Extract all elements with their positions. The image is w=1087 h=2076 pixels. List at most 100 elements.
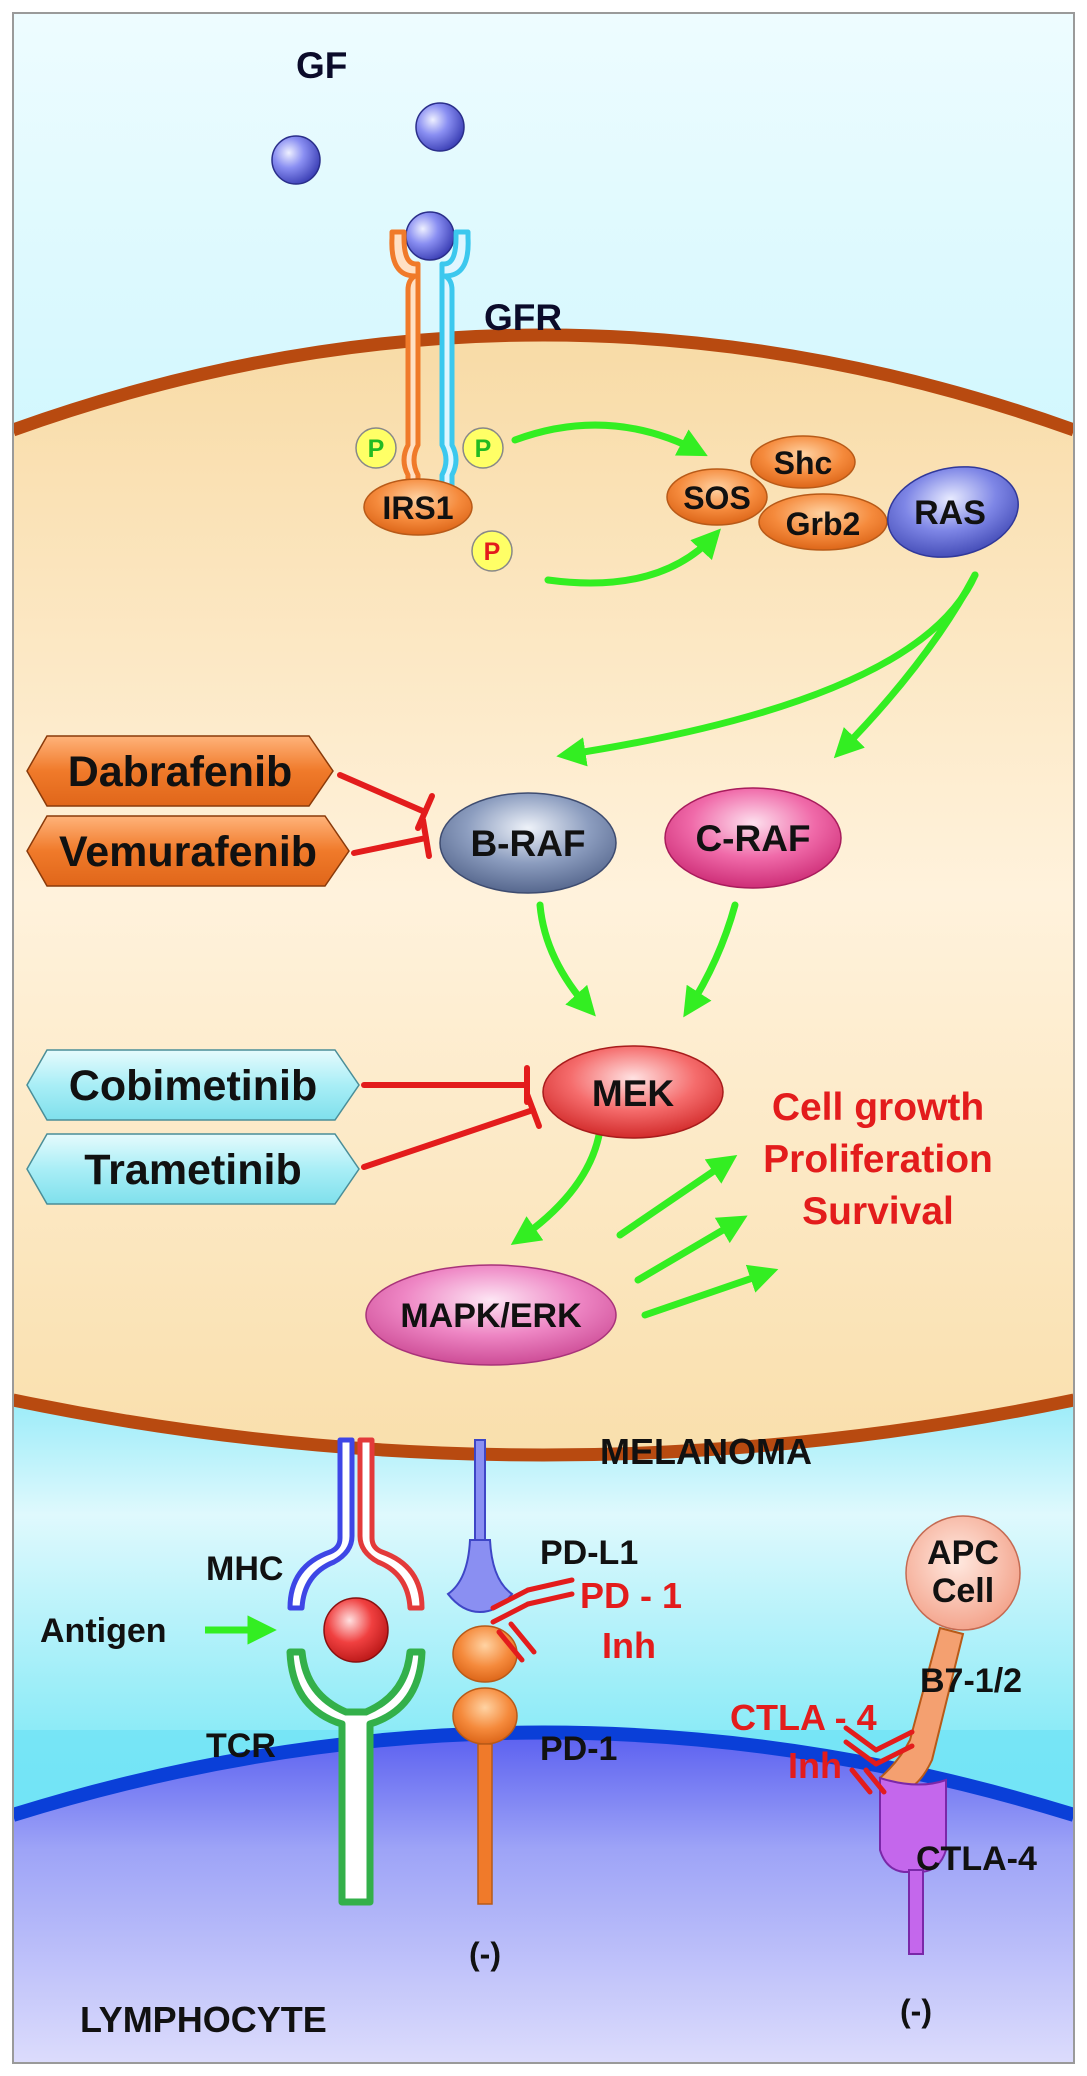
- inhibit-bar: [420, 817, 432, 859]
- arrow-mek-to-mapk: [510, 1126, 604, 1246]
- arrow-irs1-to-sos: [544, 528, 721, 587]
- melanoma-membrane-bottom: [13, 1393, 1074, 1462]
- gfr-chain-blue: [439, 229, 471, 513]
- ctla4-negative: (-): [900, 1993, 932, 2029]
- activation-arrows: [510, 421, 979, 1319]
- mapk-erk-node: MAPK/ERK: [365, 1264, 617, 1366]
- inhibit-bar: [524, 1091, 542, 1129]
- pd1-negative: (-): [469, 1936, 501, 1972]
- pdl1-head: [446, 1539, 514, 1614]
- phosphate-left: P: [355, 427, 397, 469]
- inhibit-vemurafenib-braf: [351, 835, 429, 856]
- melanoma-membrane-top: [13, 328, 1074, 437]
- vemurafenib-label: Vemurafenib: [59, 828, 317, 876]
- mek-node: MEK: [542, 1045, 724, 1139]
- adaptor-complex: Shc Grb2 SOS RAS: [666, 435, 1019, 558]
- ctla4-inh-label-line1: CTLA - 4: [730, 1697, 877, 1738]
- sos-label: SOS: [683, 480, 751, 516]
- apc-label-line2: Cell: [932, 1572, 994, 1610]
- apc-cell: APC Cell: [905, 1515, 1021, 1631]
- outcome-survival: Survival: [802, 1190, 954, 1233]
- mhc-label: MHC: [206, 1550, 283, 1588]
- background: [13, 13, 1074, 2063]
- drug-cobimetinib: Cobimetinib: [26, 1049, 360, 1121]
- inhibition-lines: [337, 772, 542, 1170]
- ctla4-receptor: CTLA-4 (-): [879, 1776, 1037, 2029]
- sos-node: SOS: [666, 468, 768, 526]
- apc-label-line1: APC: [927, 1534, 999, 1572]
- growth-factor-ball: [415, 102, 465, 152]
- irs1-node: IRS1: [363, 478, 473, 536]
- mhc-receptor: MHC: [206, 1437, 425, 1611]
- antigen-group: Antigen: [40, 1597, 389, 1663]
- arrow-mapk-to-growth: [616, 1155, 738, 1239]
- drug-dabrafenib: Dabrafenib: [26, 735, 334, 807]
- pd1-inh-label-line2: Inh: [602, 1625, 656, 1666]
- ctla4-label: CTLA-4: [916, 1840, 1037, 1878]
- ras-node: RAS: [887, 466, 1019, 558]
- mhc-chain-blue: [287, 1437, 355, 1611]
- grb2-label: Grb2: [786, 506, 861, 542]
- phosphate-label: P: [484, 538, 501, 566]
- pd1-inhibitor-antibody: [490, 1577, 575, 1663]
- arrow-gfr-to-sos: [511, 421, 708, 457]
- arrow-mapk-to-proliferation: [634, 1215, 748, 1284]
- figure-frame: [12, 12, 1075, 2064]
- mhc-chain-red: [357, 1437, 425, 1611]
- antigen-ball: [323, 1597, 389, 1663]
- arrow-craf-to-mek: [683, 901, 739, 1018]
- inhibit-dabrafenib-braf: [337, 772, 428, 815]
- phosphate-label: P: [368, 435, 385, 463]
- phosphate-irs1: P: [471, 530, 513, 572]
- gfr-receptor: GFR: [389, 229, 562, 513]
- ras-label: RAS: [914, 494, 986, 532]
- pdl1-stalk: [474, 1439, 486, 1549]
- tcr-chain: [286, 1648, 426, 1906]
- trametinib-label: Trametinib: [84, 1146, 301, 1194]
- pd1-domain: [452, 1625, 518, 1683]
- braf-node: B-RAF: [439, 792, 617, 894]
- antigen-label: Antigen: [40, 1612, 167, 1650]
- mek-label: MEK: [592, 1073, 675, 1114]
- tcr-label: TCR: [206, 1727, 276, 1765]
- drug-trametinib: Trametinib: [26, 1133, 360, 1205]
- gfr-label: GFR: [484, 297, 562, 338]
- pd1-inh-label-line1: PD - 1: [580, 1575, 682, 1616]
- gfr-chain-orange: [389, 229, 421, 513]
- tcr-receptor: TCR: [206, 1648, 426, 1906]
- braf-label: B-RAF: [470, 823, 585, 864]
- arrow-mapk-to-survival: [641, 1264, 779, 1319]
- arrow-braf-to-mek: [536, 901, 596, 1017]
- pd1-label: PD-1: [540, 1730, 617, 1768]
- phosphate-right: P: [462, 427, 504, 469]
- gf-label: GF: [296, 45, 347, 86]
- pd1-domain: [452, 1687, 518, 1745]
- ctla4-inhibitor-antibody: [843, 1725, 915, 1795]
- phosphate-label: P: [475, 435, 492, 463]
- ctla4-inh-label-line2: Inh: [788, 1745, 842, 1786]
- outcome-cell-growth: Cell growth: [772, 1086, 984, 1129]
- mapk-erk-label: MAPK/ERK: [400, 1297, 582, 1335]
- grb2-node: Grb2: [758, 493, 888, 551]
- pd1-stalk: [477, 1743, 493, 1905]
- lymphocyte-label: LYMPHOCYTE: [80, 1999, 327, 2040]
- pdl1-receptor: PD-L1: [446, 1439, 638, 1614]
- outcome-proliferation: Proliferation: [763, 1138, 993, 1181]
- pdl1-label: PD-L1: [540, 1534, 638, 1572]
- dabrafenib-label: Dabrafenib: [68, 748, 293, 796]
- inhibit-bar: [415, 793, 435, 831]
- pd1-receptor: PD-1 (-): [452, 1625, 617, 1972]
- melanoma-label: MELANOMA: [600, 1431, 812, 1472]
- drug-vemurafenib: Vemurafenib: [26, 815, 350, 887]
- shc-label: Shc: [774, 445, 833, 481]
- b7-label: B7-1/2: [920, 1662, 1022, 1700]
- craf-label: C-RAF: [695, 818, 810, 859]
- growth-factor-ball: [271, 135, 321, 185]
- shc-node: Shc: [750, 435, 856, 489]
- craf-node: C-RAF: [664, 787, 842, 889]
- growth-factor-ball-bound: [405, 211, 455, 261]
- cell-outcomes: Cell growth Proliferation Survival: [763, 1086, 993, 1233]
- lymphocyte-cytoplasm: [13, 1732, 1074, 2063]
- arrow-ras-to-craf: [833, 571, 979, 759]
